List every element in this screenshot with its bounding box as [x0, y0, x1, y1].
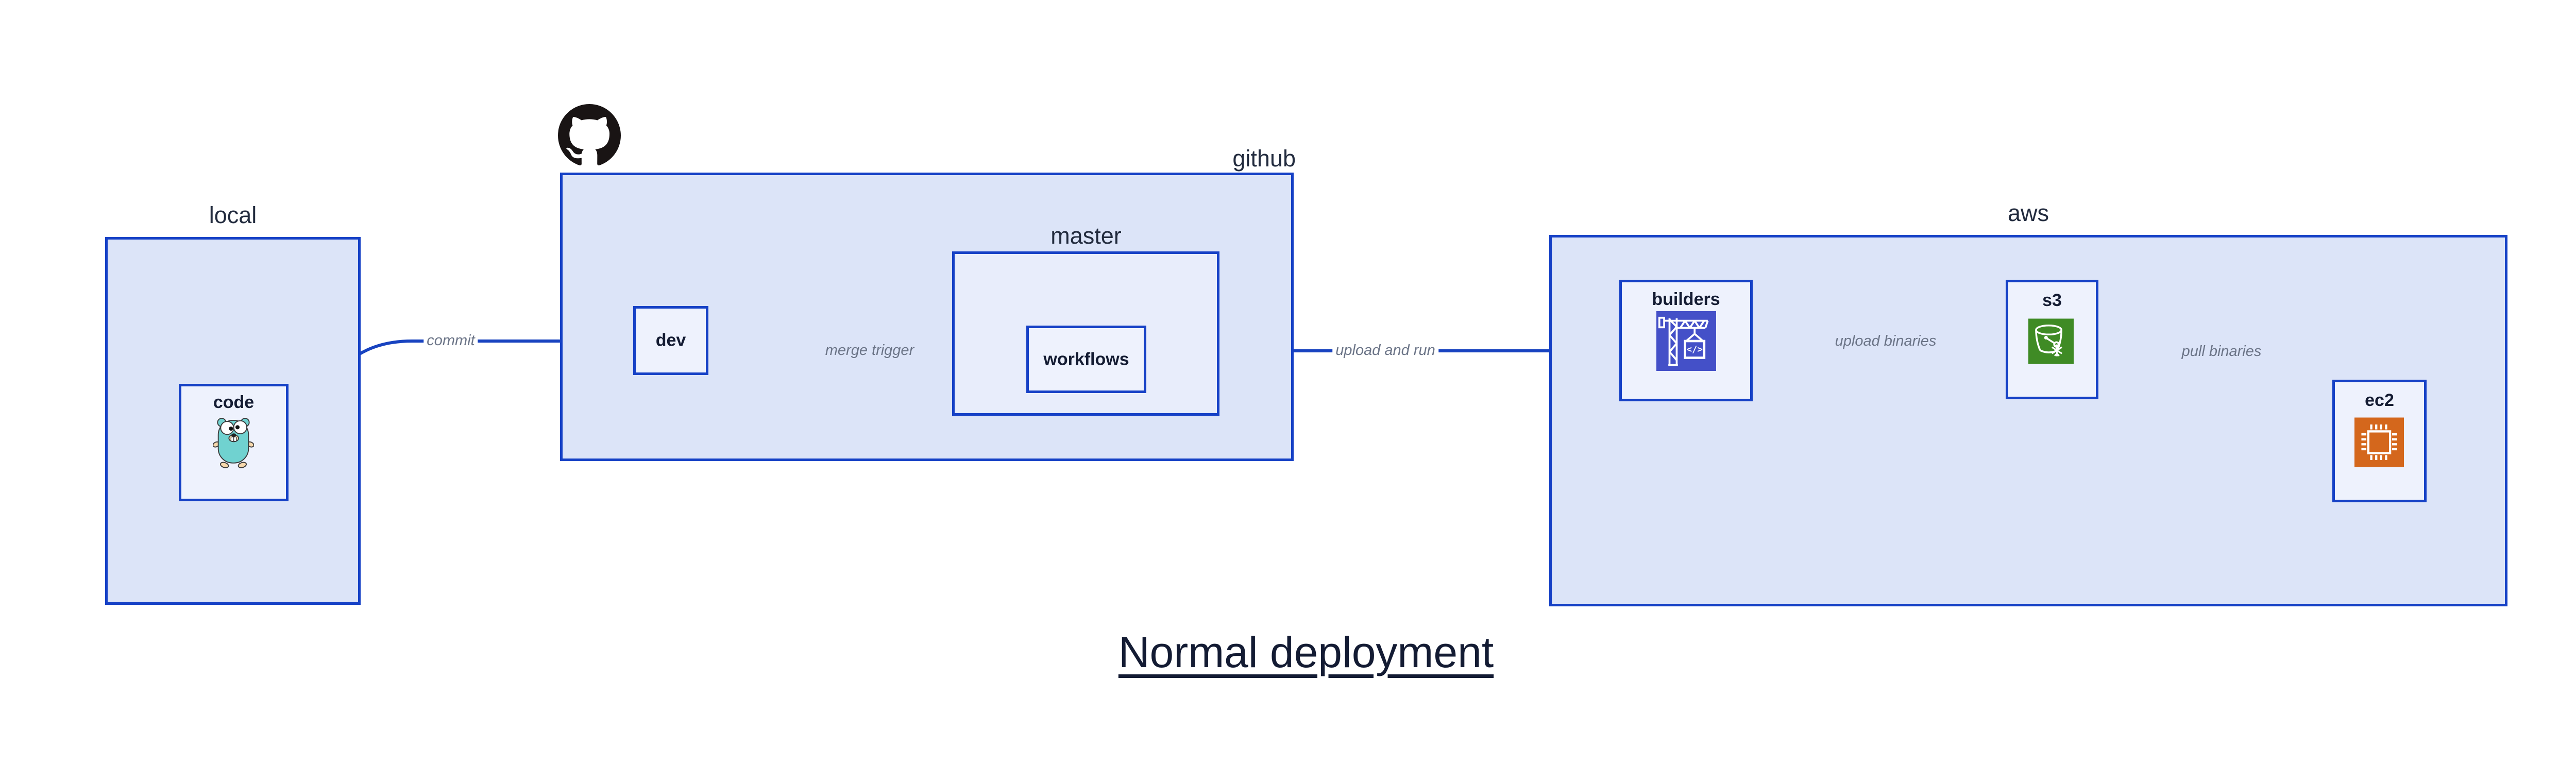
diagram-title: Normal deployment	[1118, 628, 1494, 676]
github-container-label: github	[1232, 145, 1296, 172]
ec2-chip-icon	[2354, 417, 2404, 467]
edge-label-merge-trigger: merge trigger	[822, 342, 918, 360]
svg-text:</>: </>	[1687, 345, 1703, 355]
octocat-icon	[558, 104, 621, 165]
edge-label-upload-binaries: upload binaries	[1832, 332, 1940, 351]
code-node-label: code	[213, 393, 255, 412]
edge-label-upload-and-run: upload and run	[1332, 342, 1438, 360]
ec2-node-label: ec2	[2365, 390, 2394, 410]
local-container-label: local	[209, 202, 257, 228]
workflows-node-label: workflows	[1043, 349, 1129, 369]
go-gopher-icon	[213, 418, 254, 468]
dev-node: dev	[633, 306, 708, 375]
s3-glacier-bucket-icon	[2028, 318, 2074, 364]
dev-node-label: dev	[655, 330, 686, 350]
aws-container-label: aws	[2007, 200, 2049, 226]
master-container-label: master	[1050, 223, 1122, 249]
edge-label-pull-binaries: pull binaries	[2178, 343, 2265, 361]
codebuild-crane-icon: </>	[1656, 311, 1716, 371]
builders-node-label: builders	[1652, 290, 1720, 309]
s3-node-label: s3	[2042, 291, 2062, 310]
edge-label-commit: commit	[423, 332, 478, 350]
workflows-node: workflows	[1026, 326, 1146, 393]
